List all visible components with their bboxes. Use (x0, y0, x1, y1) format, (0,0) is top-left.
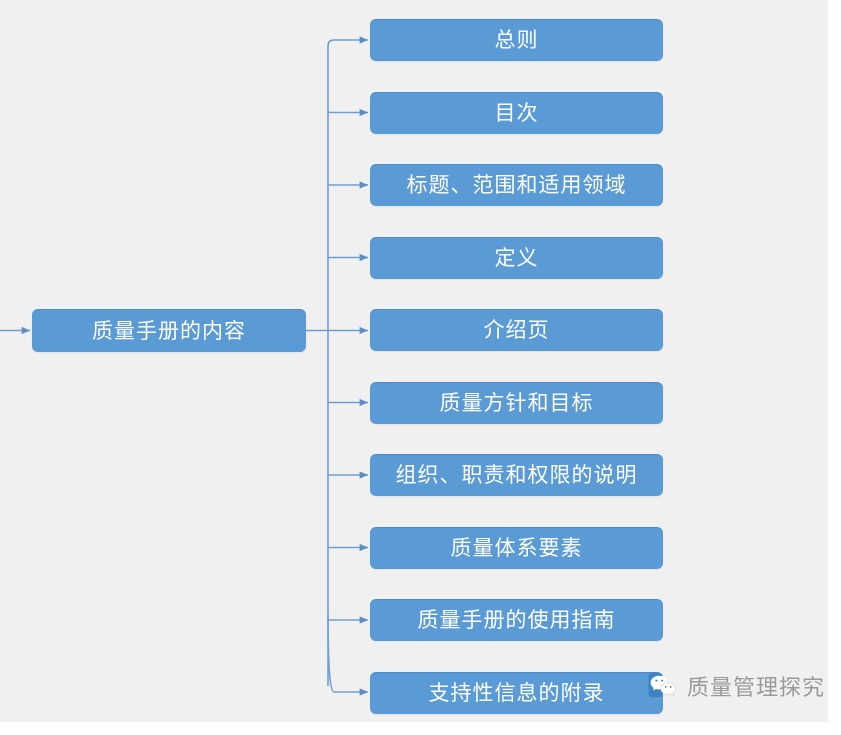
connector-layer (0, 36, 369, 696)
child-node-5[interactable]: 介绍页 (370, 309, 663, 351)
branch-connector-10 (327, 614, 369, 696)
child-node-8[interactable]: 质量体系要素 (370, 526, 663, 569)
child-node-10[interactable]: 支持性信息的附录 (370, 671, 663, 714)
watermark: 质量管理探究 (648, 670, 825, 702)
child-node-4[interactable]: 定义 (370, 236, 663, 279)
watermark-text: 质量管理探究 (687, 675, 826, 700)
child-node-7[interactable]: 组织、职责和权限的说明 (370, 454, 663, 496)
branch-connector-1 (327, 36, 369, 47)
child-node-3[interactable]: 标题、范围和适用领域 (370, 164, 663, 206)
child-node-1[interactable]: 总则 (370, 19, 663, 61)
child-node-9[interactable]: 质量手册的使用指南 (370, 599, 663, 641)
child-node-2[interactable]: 目次 (370, 91, 663, 134)
child-node-6[interactable]: 质量方针和目标 (370, 381, 663, 424)
root-node-quality-manual-content[interactable]: 质量手册的内容 (32, 309, 306, 352)
wechat-icon (648, 671, 678, 701)
